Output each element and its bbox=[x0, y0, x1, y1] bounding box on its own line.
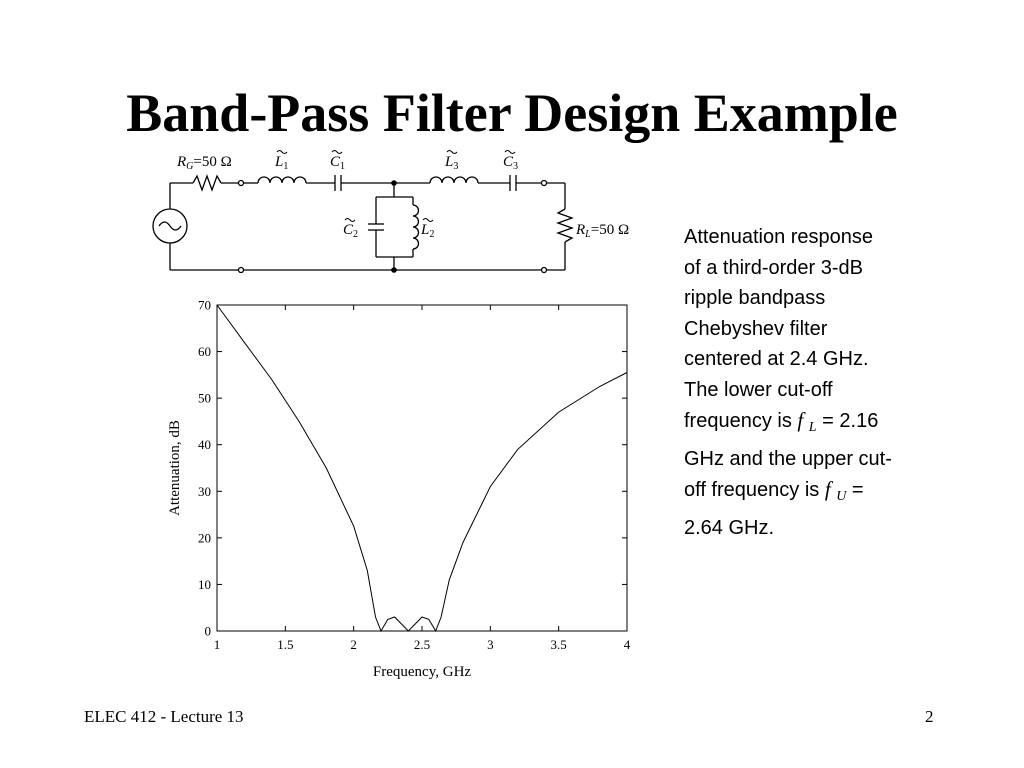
y-tick-label: 30 bbox=[198, 484, 211, 499]
svg-text:RL=50 Ω: RL=50 Ω bbox=[575, 222, 629, 240]
svg-text:C2: C2 bbox=[343, 222, 358, 240]
page-number: 2 bbox=[925, 707, 934, 726]
svg-text:L3: L3 bbox=[444, 154, 458, 172]
slide-title: Band-Pass Filter Design Example bbox=[126, 83, 898, 143]
y-tick-label: 70 bbox=[198, 298, 211, 313]
y-tick-label: 60 bbox=[198, 344, 211, 359]
x-tick-label: 2.5 bbox=[414, 637, 430, 652]
y-tick-label: 20 bbox=[198, 530, 211, 545]
figure-description: Attenuation response of a third-order 3-… bbox=[684, 226, 892, 539]
inductor-l3 bbox=[429, 176, 479, 184]
resistor-rl bbox=[556, 208, 574, 243]
resistor-rg bbox=[192, 174, 222, 192]
y-tick-label: 0 bbox=[205, 624, 212, 639]
bandpass-circuit-diagram: RG=50 Ω L1 C1 L3 C3 C2 L2 RL=50 Ω bbox=[152, 150, 629, 274]
svg-text:C3: C3 bbox=[503, 154, 518, 172]
y-tick-label: 10 bbox=[198, 577, 211, 592]
x-tick-label: 2 bbox=[350, 637, 357, 652]
inductor-l1 bbox=[257, 176, 307, 184]
attenuation-curve bbox=[216, 304, 628, 633]
svg-text:C1: C1 bbox=[330, 154, 345, 172]
x-tick-label: 1 bbox=[214, 637, 221, 652]
svg-text:L1: L1 bbox=[274, 154, 288, 172]
plot-frame bbox=[216, 304, 628, 632]
x-axis-label: Frequency, GHz bbox=[373, 664, 472, 680]
svg-text:RG=50 Ω: RG=50 Ω bbox=[176, 154, 232, 172]
x-tick-label: 1.5 bbox=[277, 637, 293, 652]
y-tick-label: 50 bbox=[198, 391, 211, 406]
footer-course-label: ELEC 412 - Lecture 13 bbox=[84, 707, 244, 726]
inductor-l2 bbox=[412, 204, 420, 250]
y-tick-label: 40 bbox=[198, 437, 211, 452]
x-tick-label: 3 bbox=[487, 637, 494, 652]
y-axis-label: Attenuation, dB bbox=[167, 420, 183, 516]
x-tick-label: 3.5 bbox=[551, 637, 567, 652]
svg-text:L2: L2 bbox=[420, 222, 434, 240]
x-tick-label: 4 bbox=[624, 637, 631, 652]
